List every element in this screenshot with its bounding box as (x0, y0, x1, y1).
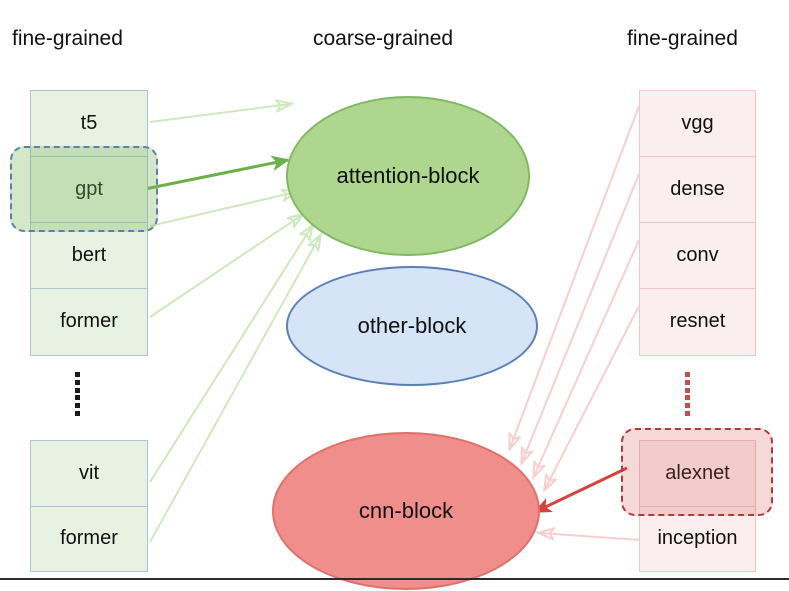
right-vertical-ellipsis (684, 372, 690, 416)
edge-bert-to-attention (149, 192, 296, 227)
right-bottom-table: alexnet inception (639, 440, 756, 572)
edge-gpt-to-attention (139, 155, 290, 192)
edge-t5-to-attention (149, 104, 290, 123)
left-vertical-ellipsis (74, 372, 80, 416)
column-header-center: coarse-grained (313, 27, 454, 50)
right-row-alexnet[interactable]: alexnet (640, 441, 755, 507)
edge-alexnet-to-cnn (533, 466, 628, 514)
bottom-divider (0, 578, 789, 580)
edge-former1-to-attention (149, 215, 302, 318)
right-top-table: vgg dense conv resnet (639, 90, 756, 356)
right-row-resnet[interactable]: resnet (669, 310, 726, 332)
left-row-gpt[interactable]: gpt (31, 157, 147, 223)
left-row-vit[interactable]: vit (31, 441, 147, 507)
right-row-inception[interactable]: inception (657, 527, 738, 550)
left-row-former-2[interactable]: former (60, 527, 118, 550)
column-header-right: fine-grained (627, 27, 738, 50)
right-row-dense[interactable]: dense (640, 157, 755, 223)
left-row-t5[interactable]: t5 (31, 91, 147, 157)
right-row-vgg[interactable]: vgg (640, 91, 755, 157)
node-attention-block[interactable]: attention-block (286, 96, 530, 256)
column-header-left: fine-grained (12, 27, 123, 50)
right-row-conv[interactable]: conv (640, 223, 755, 289)
edge-vgg-to-cnn (510, 105, 640, 448)
node-other-block[interactable]: other-block (286, 266, 538, 386)
edge-conv-to-cnn (534, 239, 640, 476)
edge-resnet-to-cnn (545, 305, 640, 489)
left-row-former[interactable]: former (60, 310, 118, 332)
left-top-table: t5 gpt bert former (30, 90, 148, 356)
left-bottom-table: vit former (30, 440, 148, 572)
node-cnn-block[interactable]: cnn-block (272, 432, 540, 590)
edge-inception-to-cnn (540, 533, 640, 541)
edge-dense-to-cnn (522, 173, 640, 462)
edge-vit-to-attention (149, 226, 312, 483)
left-row-bert[interactable]: bert (31, 223, 147, 289)
